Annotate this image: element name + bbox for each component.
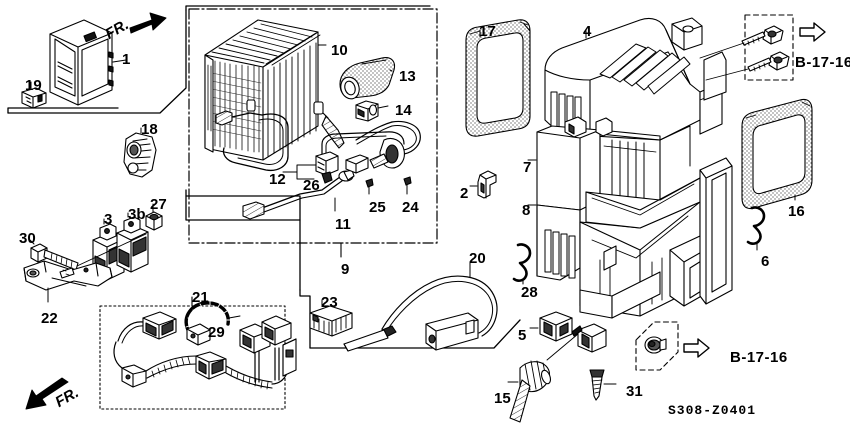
part-3-relay-b (116, 212, 149, 273)
part-19-clip (21, 81, 47, 109)
part-number-grommet-small: 14 (395, 102, 412, 119)
callout-bolts-top (699, 25, 790, 81)
part-23-connector (309, 299, 353, 337)
part-number-evaporator-case-upper: 4 (583, 23, 592, 40)
part-10-evaporator-core (204, 19, 345, 172)
part-number-expansion-valve-set: 12 (269, 171, 286, 188)
part-number-seal-upper: 17 (479, 23, 496, 40)
callout-box-top (744, 14, 794, 81)
part-number-seal-lower: 16 (788, 203, 805, 220)
callout-box-bottom (635, 321, 679, 371)
fr-arrow-top-marker (129, 12, 167, 34)
part-17-seal (465, 19, 531, 137)
part-14-grommet (355, 100, 389, 122)
callout-arrow-top (799, 22, 826, 42)
part-number-control-unit: 1 (122, 51, 131, 68)
part-number-wire-band: 29 (208, 324, 225, 341)
part-number-thermistor-sensor: 20 (469, 250, 486, 267)
part-15-drain-grommet (507, 360, 552, 423)
part-number-grommet-large: 18 (141, 121, 158, 138)
part-number-screw-tapping: 31 (626, 383, 643, 400)
part-number-insulator-sleeve: 13 (399, 68, 416, 85)
part-20-thermistor (343, 262, 498, 352)
part-13-insulator (339, 57, 396, 100)
part-number-clip-connector: 19 (25, 77, 42, 94)
part-8-case-lower (527, 157, 733, 319)
part-27-nut (145, 203, 163, 231)
assembly-21-boundary (99, 305, 286, 410)
callout-arrow-bottom (683, 338, 710, 358)
part-12-expansion-valve-assembly (242, 120, 421, 220)
diagram-code: S308-Z0401 (668, 403, 757, 418)
ref-b-17-16-top: B-17-16 (795, 54, 850, 71)
part-number-drain-hose-grommet: 15 (494, 390, 511, 407)
part-22-relay-bracket (23, 233, 147, 303)
part-number-nut-flange: 27 (150, 196, 167, 213)
part-number-clip-hose-a: 6 (761, 253, 770, 270)
part-number-clamp-clip: 2 (460, 185, 469, 202)
part-number-evaporator-assembly: 9 (341, 261, 350, 278)
assembly-9-boundary (188, 8, 438, 244)
part-number-clip-hose-b: 28 (521, 284, 538, 301)
part-18-grommet (123, 127, 157, 178)
part-number-connector: 23 (321, 294, 338, 311)
callout-bolt-bottom (644, 336, 667, 354)
part-number-screw-bracket: 24 (402, 199, 419, 216)
fr-arrow-bottom-marker (25, 377, 69, 410)
part-number-wire-harness: 21 (192, 289, 209, 306)
part-number-evaporator-case-lower: 8 (522, 202, 531, 219)
part-number-evaporator-core: 10 (331, 42, 348, 59)
part-21-wire-harness (113, 311, 297, 390)
part-7-case-mid (527, 116, 691, 211)
part-number-bolt-washer: 30 (19, 230, 36, 247)
part-31-screw (589, 369, 617, 401)
part-number-screw-valve: 25 (369, 199, 386, 216)
part-29-wire-band (184, 300, 241, 346)
part-number-mount-cushion: 5 (518, 327, 527, 344)
part-5-mount-cushion (529, 311, 607, 361)
part-28-clip (512, 243, 532, 285)
part-30-bolt (29, 239, 79, 271)
part-number-clip-retainer: 26 (303, 177, 320, 194)
part-2-clip (469, 170, 497, 199)
part-16-seal (741, 98, 813, 210)
part-6-clip (746, 206, 766, 251)
part-number-evaporator-case-mid: 7 (523, 159, 532, 176)
part-1-control-unit (49, 19, 127, 106)
ref-b-17-16-bottom: B-17-16 (730, 349, 788, 366)
part-number-relay-b: 3b (128, 206, 146, 223)
part-number-relay-a: 3 (104, 211, 113, 228)
part-number-relay-bracket: 22 (41, 310, 58, 327)
part-number-capillary-tube: 11 (335, 216, 351, 233)
